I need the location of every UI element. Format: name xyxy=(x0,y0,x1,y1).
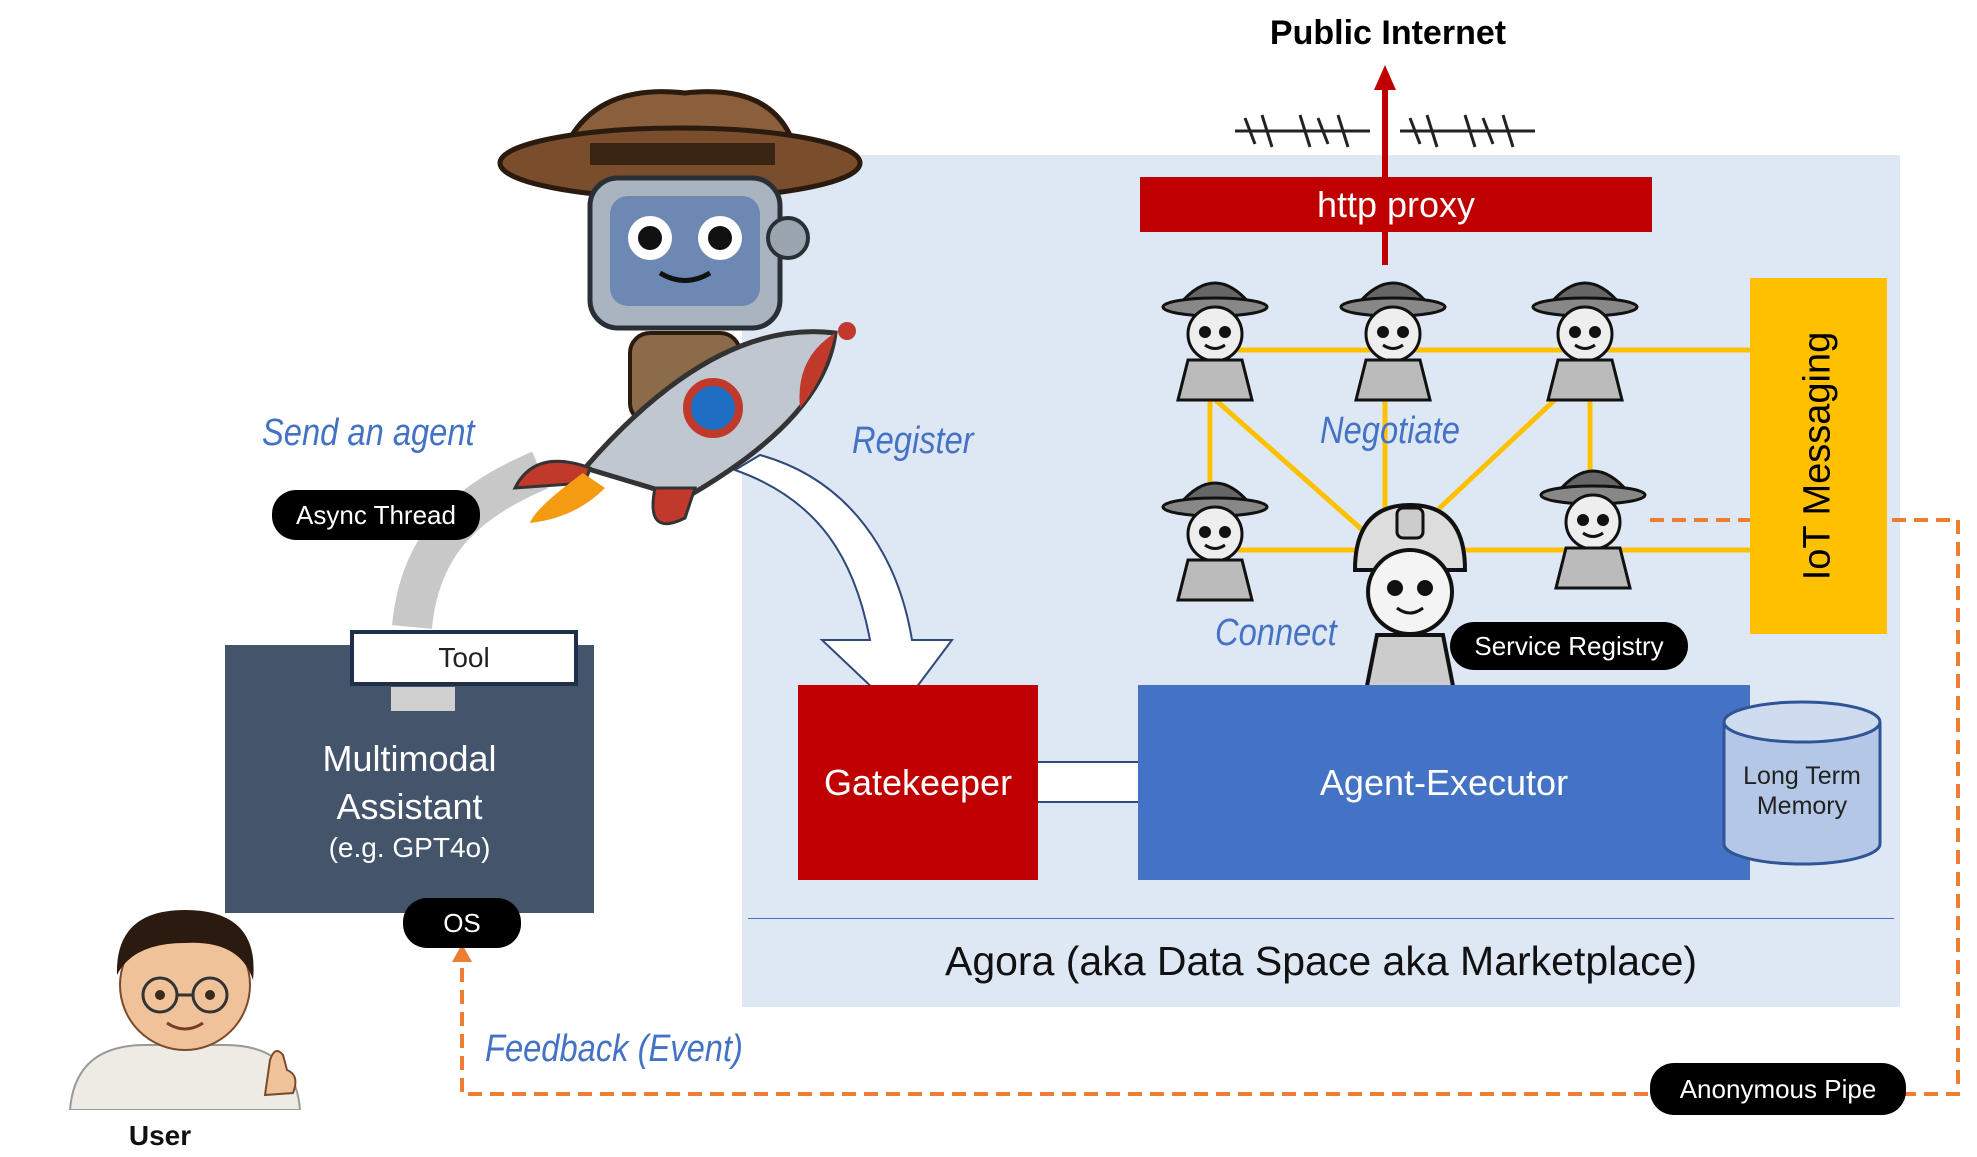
spy-agent-icon xyxy=(1539,469,1647,590)
spy-agent-icon xyxy=(1339,281,1447,402)
public-internet-title: Public Internet xyxy=(1269,14,1507,52)
internet-arrow-head xyxy=(1374,65,1396,90)
agora-divider xyxy=(748,918,1894,919)
memory-line1: Long Term xyxy=(1743,762,1861,790)
user-avatar-icon xyxy=(68,910,302,1110)
anonymous-pipe-pill: Anonymous Pipe xyxy=(1650,1063,1906,1115)
register-arrow xyxy=(732,453,954,714)
service-registry-pill: Service Registry xyxy=(1450,622,1688,670)
assistant-line1: Multimodal xyxy=(322,738,497,779)
async-thread-pill: Async Thread xyxy=(272,490,480,540)
gatekeeper-label: Gatekeeper xyxy=(823,761,1013,803)
tool-label: Tool xyxy=(438,642,490,673)
negotiate-label: Negotiate xyxy=(1320,410,1460,452)
tool-stem xyxy=(391,687,455,711)
iot-messaging-label: IoT Messaging xyxy=(1796,331,1839,581)
assistant-line3: (e.g. GPT4o) xyxy=(328,832,491,863)
send-agent-label: Send an agent xyxy=(262,412,475,454)
agora-label: Agora (aka Data Space aka Marketplace) xyxy=(944,938,1698,984)
agent-executor-box: Agent-Executor xyxy=(1138,685,1750,880)
spy-agent-icon xyxy=(1161,281,1269,402)
gatekeeper-box: Gatekeeper xyxy=(798,685,1038,880)
user-label: User xyxy=(128,1120,192,1151)
os-pill: OS xyxy=(403,898,521,948)
register-label: Register xyxy=(852,420,974,462)
tool-box[interactable]: Tool xyxy=(350,630,578,686)
agent-executor-label: Agent-Executor xyxy=(1319,761,1569,803)
iot-messaging-bar: IoT Messaging xyxy=(1750,278,1887,634)
detective-robot-rocket-icon xyxy=(497,89,863,526)
spy-agent-icon xyxy=(1531,281,1639,402)
service-registry-agent-icon xyxy=(1352,502,1468,698)
barbed-wire xyxy=(1235,114,1535,148)
database-icon xyxy=(1722,700,1882,866)
feedback-arrow-head xyxy=(452,944,472,962)
http-proxy-bar: http proxy xyxy=(1140,177,1652,232)
feedback-label: Feedback (Event) xyxy=(485,1028,743,1070)
connect-label: Connect xyxy=(1215,612,1337,654)
assistant-line2: Assistant xyxy=(336,786,483,827)
memory-line2: Memory xyxy=(1756,792,1848,820)
http-proxy-label: http proxy xyxy=(1316,183,1476,225)
spy-agent-icon xyxy=(1161,481,1269,602)
